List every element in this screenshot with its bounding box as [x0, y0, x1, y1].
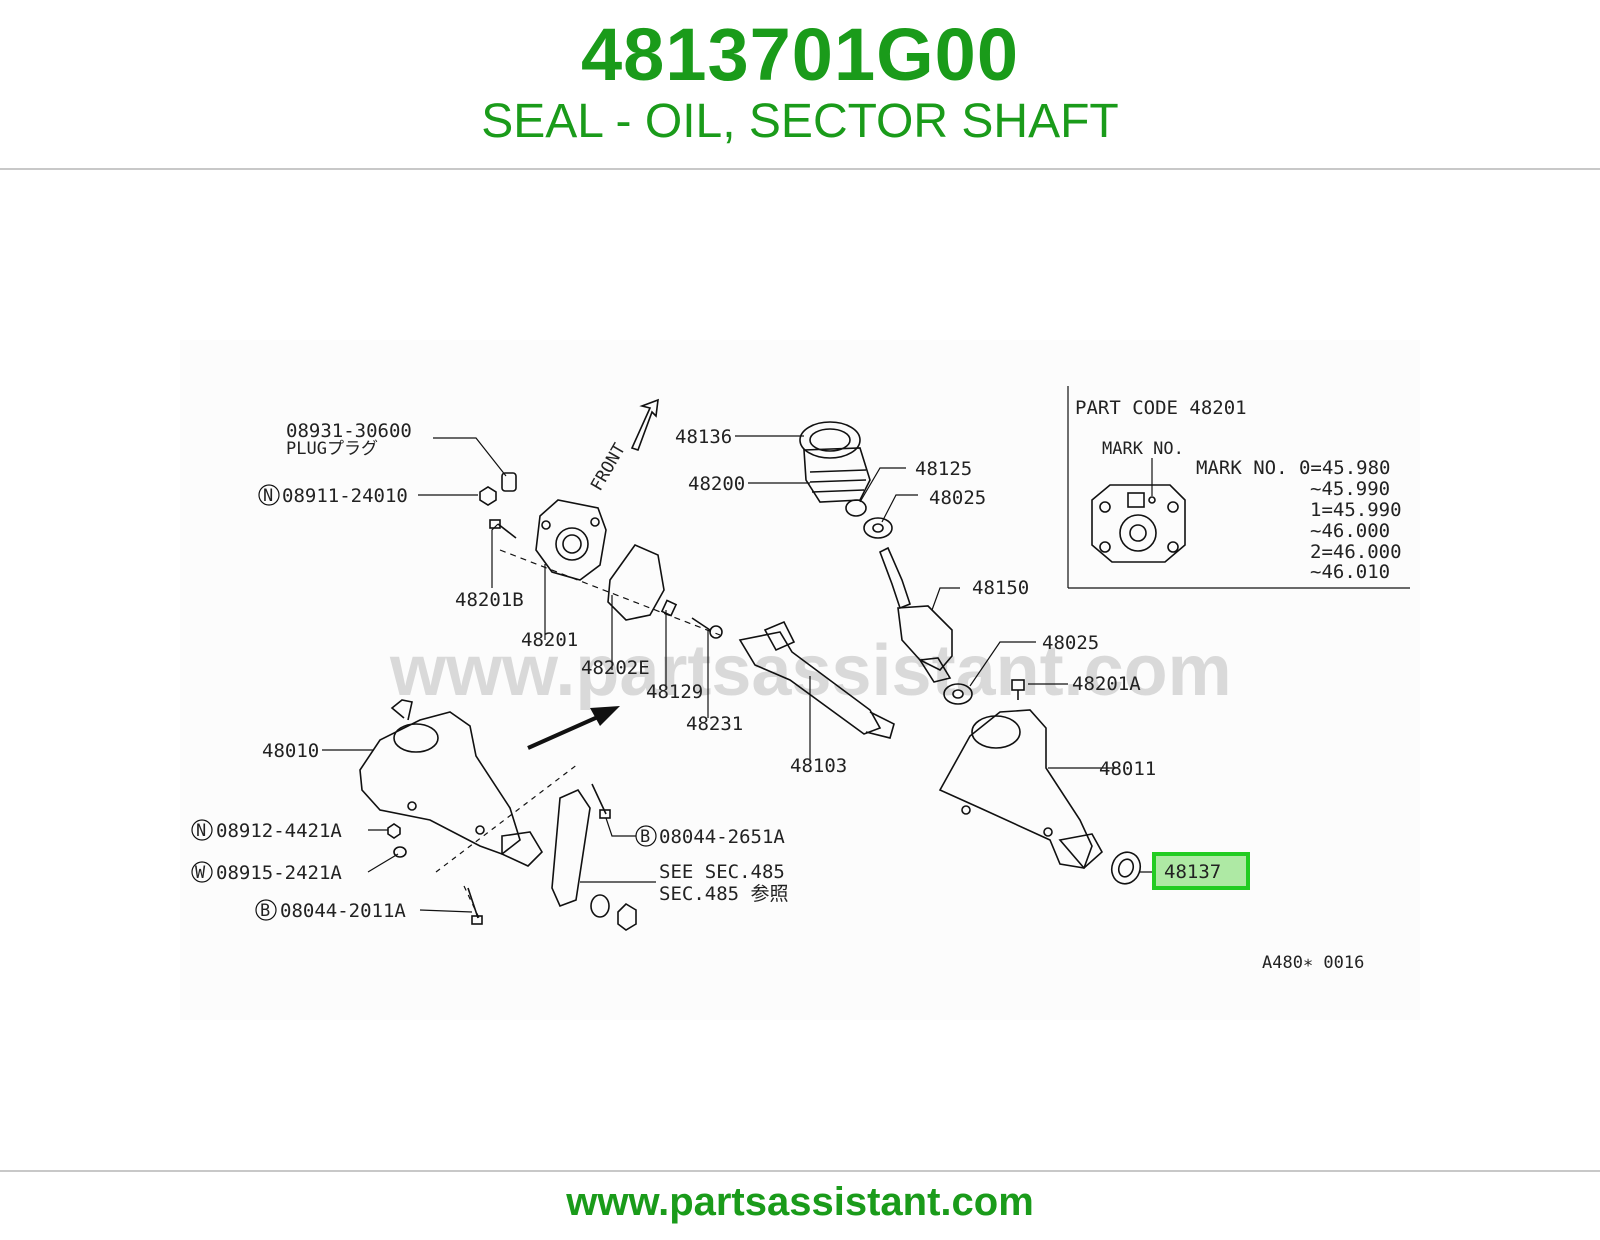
screw-48231: [691, 617, 723, 639]
label-48103: 48103: [790, 755, 847, 777]
label-48025-upper: 48025: [929, 487, 986, 509]
footer-divider: [0, 1170, 1600, 1172]
part-48125: [845, 499, 867, 517]
label-08044-2651a: 08044-2651A: [659, 826, 785, 848]
direction-arrow: [527, 706, 620, 750]
part-48025-upper: [863, 517, 893, 539]
label-48201b: 48201B: [455, 589, 524, 611]
label-48129: 48129: [646, 681, 703, 703]
nut-08912: [387, 823, 401, 839]
label-08911: 08911-24010: [282, 485, 408, 507]
housing-48011: [938, 709, 1104, 870]
label-see-sec-485: SEE SEC.485: [659, 861, 785, 883]
inset-row-2: 1=45.990: [1310, 499, 1402, 521]
front-arrow: FRONT: [587, 398, 659, 495]
inset-title: PART CODE 48201: [1075, 397, 1247, 419]
label-n-08911: N 08911-24010: [258, 484, 408, 507]
label-08912: 08912-4421A: [216, 820, 342, 842]
cover-plate-drawing: [1091, 458, 1186, 563]
inset-row-1: ~45.990: [1310, 478, 1390, 500]
bolt-08044-2651a: [591, 783, 611, 819]
label-48201a: 48201A: [1072, 673, 1141, 695]
label-48025-lower: 48025: [1042, 632, 1099, 654]
label-plug-name: PLUGプラグ: [286, 439, 378, 459]
diagram-code: A480∗ 0016: [1262, 953, 1364, 973]
inset-row-3: ~46.000: [1310, 520, 1390, 542]
b-prefix-2: B: [640, 827, 650, 847]
inset-mark-label: MARK NO.: [1102, 439, 1184, 459]
washer-08915: [393, 846, 407, 858]
part-number-title: 4813701G00: [581, 13, 1019, 96]
shim-48129: [660, 599, 678, 617]
n-prefix-1: N: [263, 486, 273, 506]
label-48150: 48150: [972, 577, 1029, 599]
inset-row-4: 2=46.000: [1310, 541, 1402, 563]
label-48010: 48010: [262, 740, 319, 762]
header-divider: [0, 168, 1600, 170]
label-b-08044-2011a: B 08044-2011A: [255, 899, 406, 922]
highlight-48137[interactable]: 48137: [1152, 852, 1250, 890]
label-48200: 48200: [688, 473, 745, 495]
label-48011: 48011: [1099, 758, 1156, 780]
inset-box: PART CODE 48201 MARK NO. MARK NO. 0=45.9…: [1067, 386, 1410, 589]
label-plug-number: 08931-30600: [286, 420, 412, 442]
bolt-48201a: [1011, 679, 1025, 700]
b-prefix-1: B: [260, 901, 270, 921]
bolt-08044-2011a: [467, 887, 483, 925]
label-48136: 48136: [675, 426, 732, 448]
label-48125: 48125: [915, 458, 972, 480]
label-48201: 48201: [521, 629, 578, 651]
label-n-08912: N 08912-4421A: [191, 819, 342, 842]
w-prefix: W: [195, 863, 206, 883]
label-08044-2011a: 08044-2011A: [280, 900, 406, 922]
footer-url[interactable]: www.partsassistant.com: [566, 1180, 1034, 1224]
gasket-48202e: [607, 544, 665, 621]
diagram-svg: www.partsassistant.com PART CODE 48201 M…: [191, 386, 1410, 973]
label-08915: 08915-2421A: [216, 862, 342, 884]
inset-row-5: ~46.010: [1310, 561, 1390, 583]
n-prefix-2: N: [196, 821, 206, 841]
header: 4813701G00 SEAL - OIL, SECTOR SHAFT: [0, 0, 1600, 168]
part-48136: [799, 421, 861, 459]
label-sec-485-ref: SEC.485 参照: [659, 883, 789, 905]
part-48025-lower: [943, 683, 973, 705]
housing-48010: [359, 699, 544, 867]
plug-part: [479, 472, 517, 506]
part-48201-cover: [535, 499, 607, 581]
bolt-48201b: [489, 519, 517, 539]
part-name-subtitle: SEAL - OIL, SECTOR SHAFT: [481, 95, 1119, 148]
front-label: FRONT: [587, 440, 630, 494]
part-48200: [803, 447, 871, 503]
label-w-08915: W 08915-2421A: [191, 861, 342, 884]
label-48231: 48231: [686, 713, 743, 735]
pitman-arm: [551, 788, 637, 931]
parts-diagram: www.partsassistant.com PART CODE 48201 M…: [180, 340, 1420, 1020]
label-48137: 48137: [1164, 861, 1221, 883]
label-48202e: 48202E: [581, 657, 650, 679]
oil-seal-48137: [1110, 851, 1142, 885]
label-b-08044-2651a: B 08044-2651A: [635, 825, 785, 848]
sector-shaft-48103: [738, 620, 895, 739]
inset-row-0: MARK NO. 0=45.980: [1196, 457, 1390, 479]
